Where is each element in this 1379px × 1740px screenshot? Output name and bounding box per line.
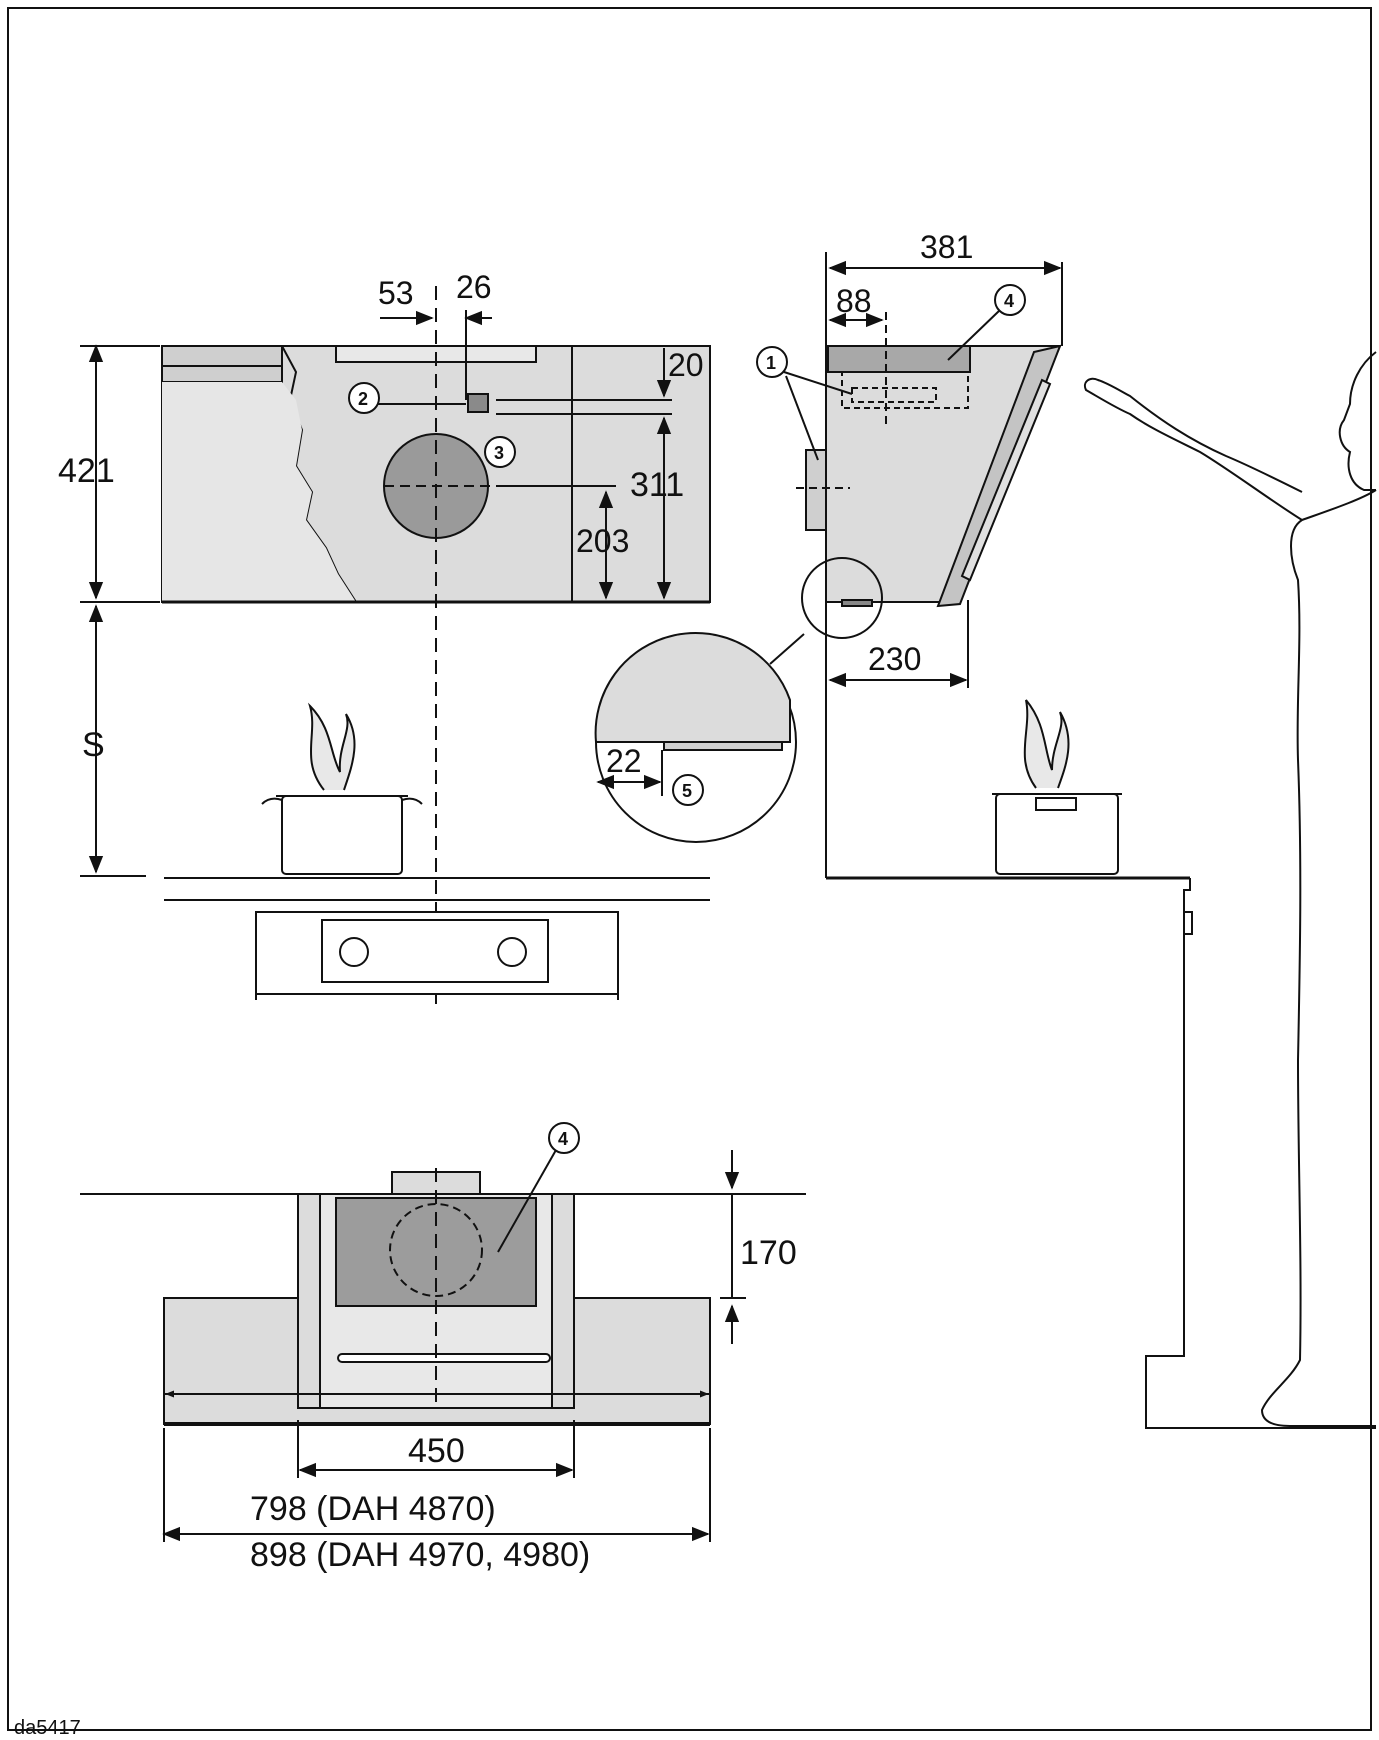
label-381: 381 xyxy=(920,229,973,265)
label-230: 230 xyxy=(868,641,921,677)
callouts xyxy=(348,284,1026,1253)
label-170: 170 xyxy=(740,1234,797,1272)
bottom-dimensions xyxy=(162,1150,746,1542)
label-22: 22 xyxy=(606,743,642,779)
label-s: S xyxy=(82,726,105,764)
callout-2-text: 2 xyxy=(358,389,368,409)
chimney-left-post xyxy=(297,1193,321,1409)
electrical-outlet xyxy=(467,393,489,413)
base-cabinet xyxy=(1145,878,1376,1429)
detail-enlargement xyxy=(594,631,797,843)
hood-top-band xyxy=(161,345,283,383)
label-898: 898 (DAH 4970, 4980) xyxy=(250,1536,590,1574)
cooking-pot-front xyxy=(261,702,423,875)
hob-section xyxy=(164,877,710,1000)
label-421: 421 xyxy=(58,452,115,490)
detail-circle-small xyxy=(801,557,883,639)
filter-panel xyxy=(827,345,971,373)
callout-3-text: 3 xyxy=(494,443,504,463)
steam-icon-side xyxy=(1023,699,1070,789)
callout-4-side-text: 4 xyxy=(1004,291,1014,311)
label-450: 450 xyxy=(408,1432,465,1470)
label-798: 798 (DAH 4870) xyxy=(250,1490,496,1528)
callout-4-bottom-text: 4 xyxy=(558,1129,568,1149)
label-88: 88 xyxy=(836,283,872,319)
label-311: 311 xyxy=(630,466,684,504)
page-frame xyxy=(7,7,1372,1731)
label-53: 53 xyxy=(378,275,414,311)
label-20: 20 xyxy=(668,347,704,383)
steam-icon xyxy=(307,702,356,791)
callout-1-text: 1 xyxy=(766,353,776,373)
front-view xyxy=(161,286,711,1012)
bottom-view xyxy=(80,1168,806,1426)
label-26: 26 xyxy=(456,269,492,305)
person-silhouette xyxy=(1084,351,1377,1427)
side-dimensions xyxy=(769,260,1063,688)
callout-5-text: 5 xyxy=(682,781,692,801)
label-203: 203 xyxy=(576,523,629,559)
front-dimensions xyxy=(80,310,672,877)
cabinet-and-person xyxy=(1084,351,1377,1429)
drawing-code: da5417 xyxy=(14,1717,81,1739)
side-view xyxy=(796,252,1190,880)
chimney-right-post xyxy=(551,1193,575,1409)
cooking-pot-side xyxy=(992,699,1122,875)
